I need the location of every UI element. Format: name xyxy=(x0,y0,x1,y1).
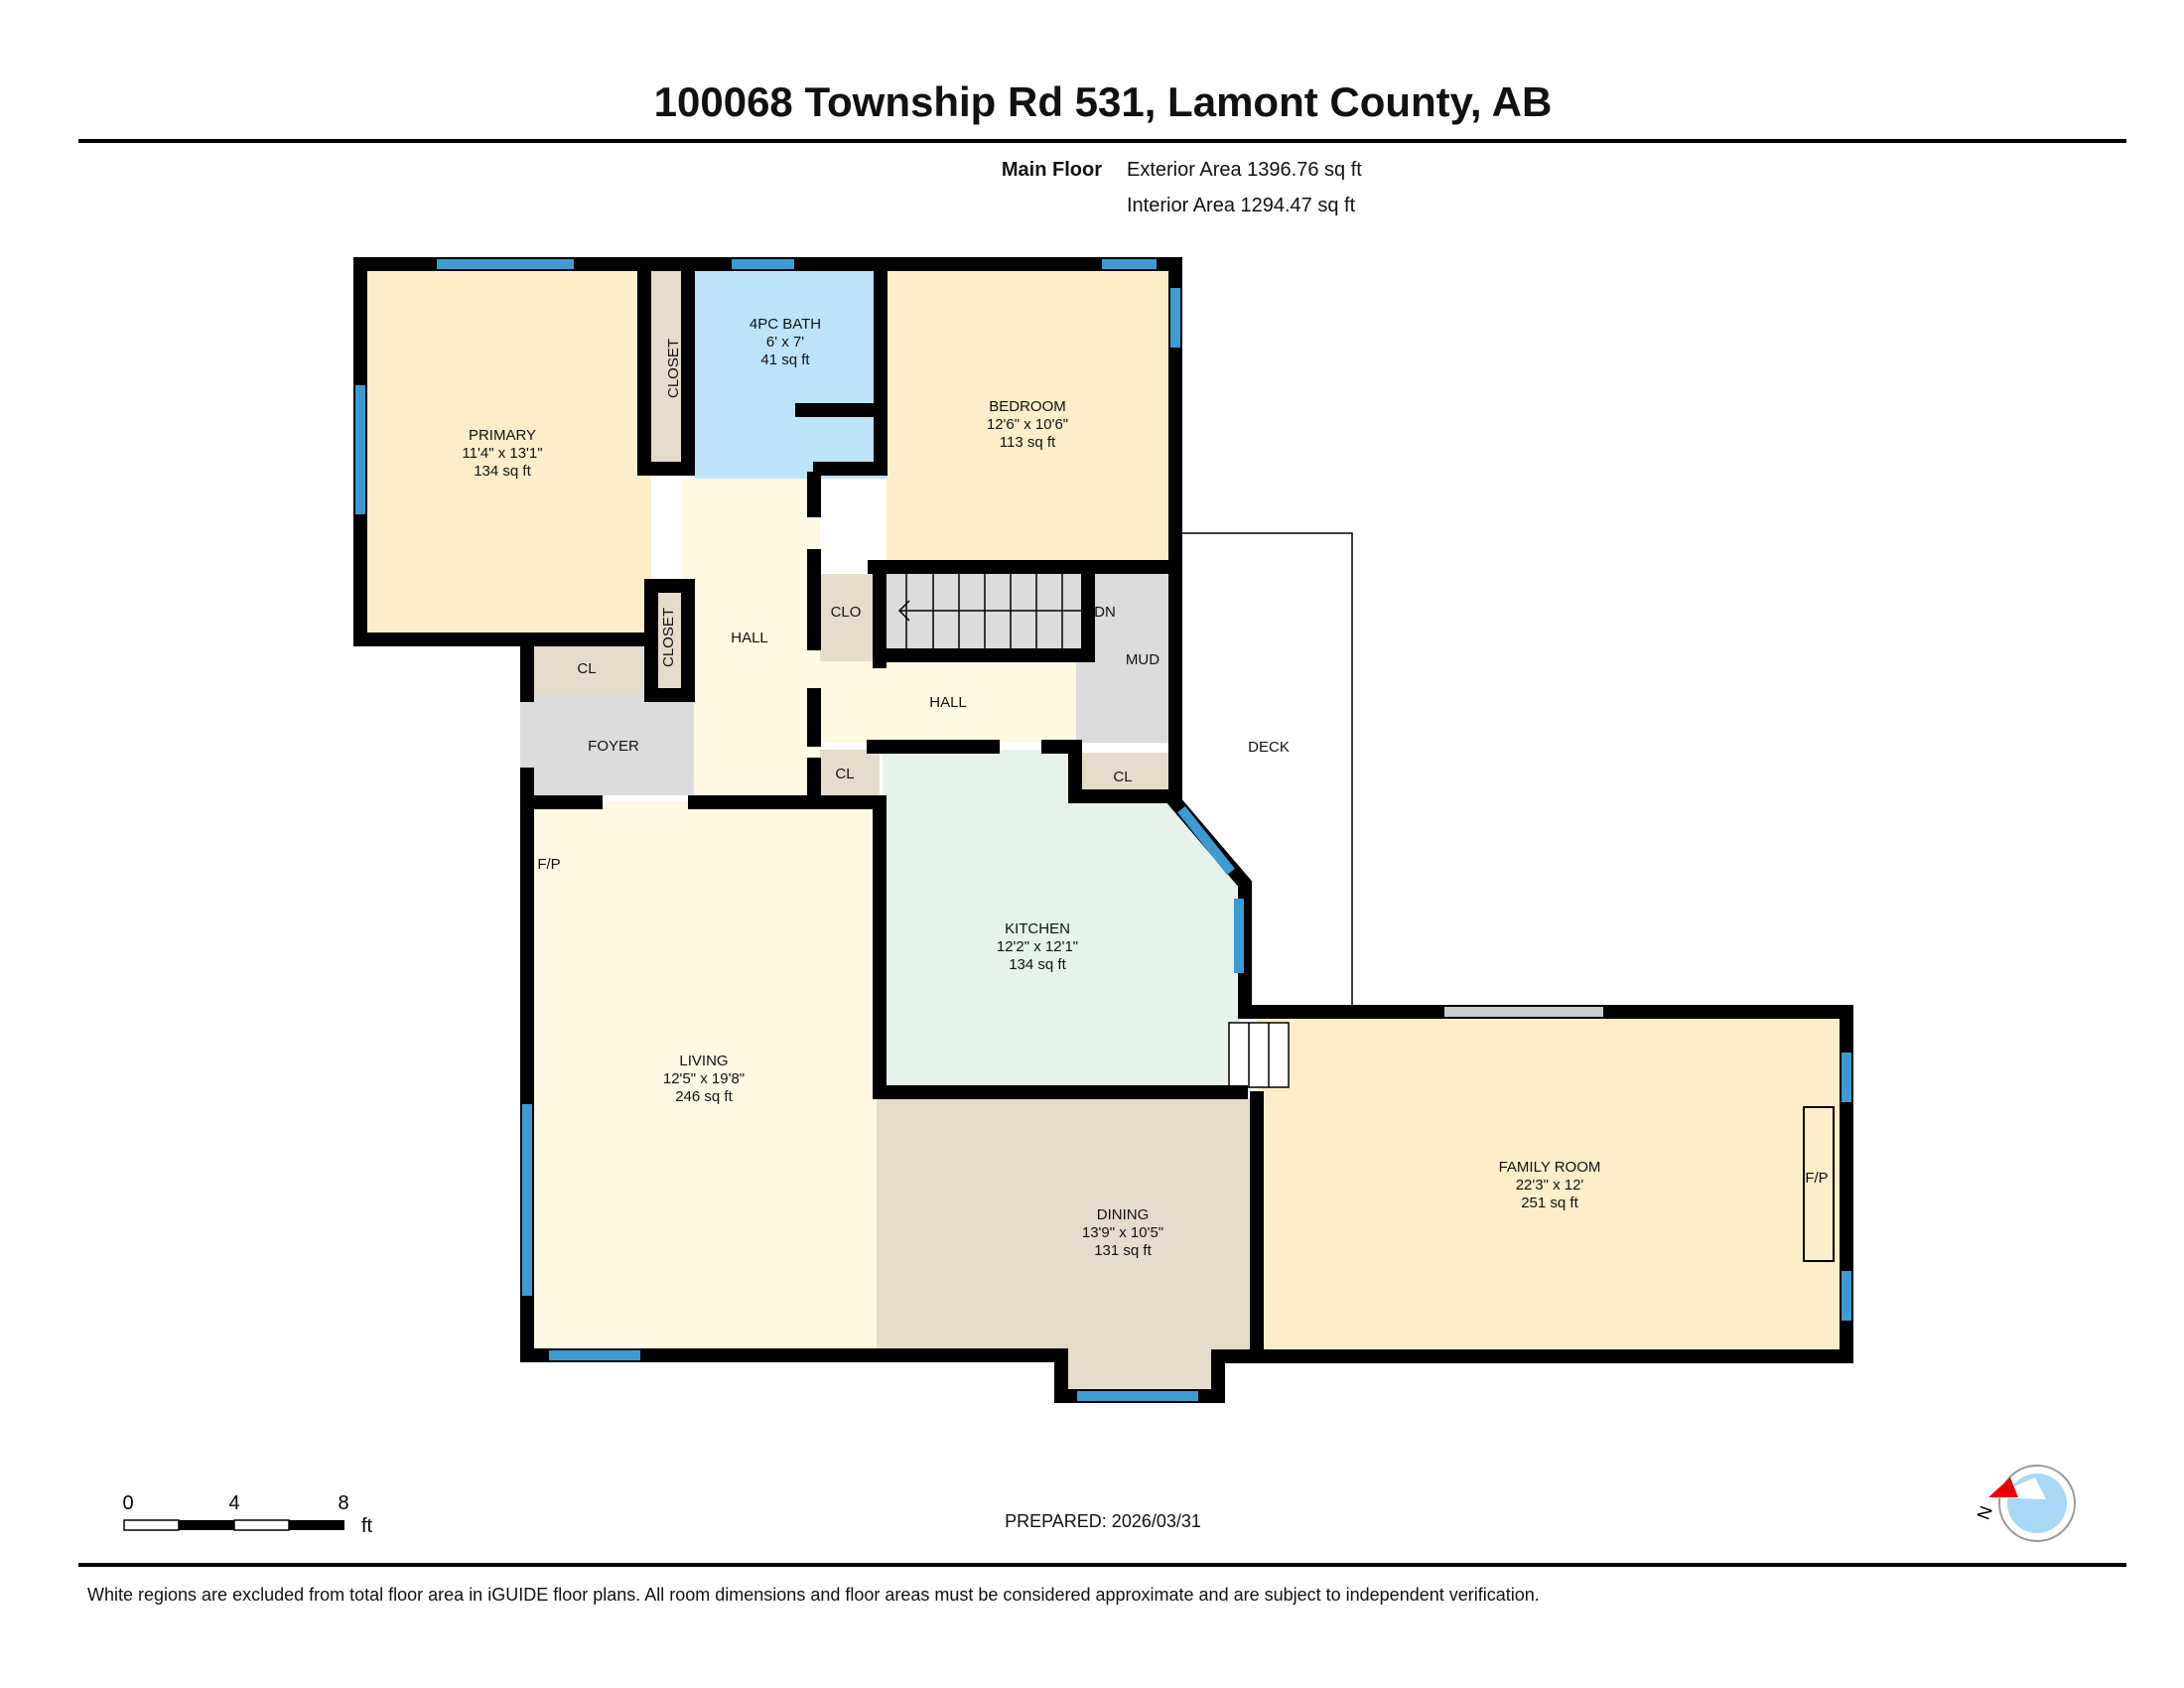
cl2-room xyxy=(820,750,880,795)
compass-north-label: N xyxy=(1974,1503,1996,1522)
bath-area: 41 sq ft xyxy=(760,352,810,368)
page-title: 100068 Township Rd 531, Lamont County, A… xyxy=(654,78,1553,125)
room-labels: PRIMARY 11'4" x 13'1" 134 sq ft 4PC BATH… xyxy=(462,316,1828,1259)
kitchen-room xyxy=(883,750,1239,1098)
cl-label-1: CL xyxy=(577,660,596,677)
scale-tick-8: 8 xyxy=(338,1492,348,1514)
primary-room xyxy=(353,263,651,646)
family-dims: 22'3" x 12' xyxy=(1516,1177,1584,1194)
primary-dims: 11'4" x 13'1" xyxy=(462,445,542,462)
dining-area: 131 sq ft xyxy=(1094,1242,1152,1259)
family-name: FAMILY ROOM xyxy=(1499,1159,1601,1176)
family-area: 251 sq ft xyxy=(1521,1195,1578,1211)
hall-label-1: HALL xyxy=(731,630,768,646)
compass-icon: N xyxy=(1974,1465,2076,1542)
bedroom-dims: 12'6" x 10'6" xyxy=(987,416,1068,433)
exterior-area: Exterior Area 1396.76 sq ft xyxy=(1127,159,1362,181)
clo-label: CLO xyxy=(831,604,862,621)
deck-label: DECK xyxy=(1248,739,1290,756)
walls xyxy=(353,257,1853,1403)
bedroom-name: BEDROOM xyxy=(989,398,1066,415)
closet-label-2: CLOSET xyxy=(660,608,677,667)
closet-label-1: CLOSET xyxy=(665,339,682,398)
windows xyxy=(355,259,1851,1401)
mud-label: MUD xyxy=(1126,651,1160,668)
disclaimer: White regions are excluded from total fl… xyxy=(87,1585,1540,1605)
hall-room xyxy=(682,479,820,795)
deck-outline xyxy=(1182,532,1353,1006)
cl1-room xyxy=(532,646,641,694)
bath-name: 4PC BATH xyxy=(750,316,821,333)
deck-steps xyxy=(1228,1022,1290,1088)
family-room xyxy=(1257,1012,1845,1356)
cl-label-2: CL xyxy=(835,766,854,782)
bedroom-area: 113 sq ft xyxy=(1000,434,1056,451)
fireplace-label-living: F/P xyxy=(537,856,560,873)
dining-name: DINING xyxy=(1097,1206,1150,1223)
living-name: LIVING xyxy=(679,1053,728,1069)
scale-tick-0: 0 xyxy=(122,1492,133,1514)
primary-name: PRIMARY xyxy=(469,427,536,444)
living-room xyxy=(526,801,883,1356)
hall-label-2: HALL xyxy=(929,694,967,711)
room-fills xyxy=(353,263,1845,1396)
scale-unit: ft xyxy=(361,1515,373,1537)
floor-name: Main Floor xyxy=(1002,159,1102,181)
bath-dims: 6' x 7' xyxy=(766,334,804,351)
fireplace-label-family: F/P xyxy=(1805,1170,1828,1187)
dining-room xyxy=(877,1098,1257,1396)
footer-rule xyxy=(78,1563,2126,1567)
stairs-down-label: DN xyxy=(1094,604,1116,621)
scale-bar: 0 4 8 ft xyxy=(122,1492,372,1537)
cl3-room xyxy=(1075,753,1169,796)
primary-area: 134 sq ft xyxy=(474,463,531,480)
header-rule xyxy=(78,139,2126,143)
fireplace-family xyxy=(1803,1106,1835,1262)
kitchen-dims: 12'2" x 12'1" xyxy=(997,938,1078,955)
cl-label-3: CL xyxy=(1113,769,1132,785)
bedroom-room xyxy=(887,263,1176,574)
stair-treads xyxy=(897,574,1082,655)
prepared-date: PREPARED: 2026/03/31 xyxy=(1005,1511,1201,1531)
kitchen-name: KITCHEN xyxy=(1005,920,1070,937)
kitchen-area: 134 sq ft xyxy=(1009,956,1066,973)
scale-tick-4: 4 xyxy=(228,1492,239,1514)
dining-dims: 13'9" x 10'5" xyxy=(1082,1224,1163,1241)
foyer-label: FOYER xyxy=(588,738,639,755)
clo-room xyxy=(820,574,880,661)
interior-area: Interior Area 1294.47 sq ft xyxy=(1127,195,1356,216)
bath-room xyxy=(695,263,887,479)
living-dims: 12'5" x 19'8" xyxy=(663,1070,745,1087)
living-area: 246 sq ft xyxy=(675,1088,733,1105)
hall2-room xyxy=(820,661,1076,743)
stairs xyxy=(880,574,1088,661)
